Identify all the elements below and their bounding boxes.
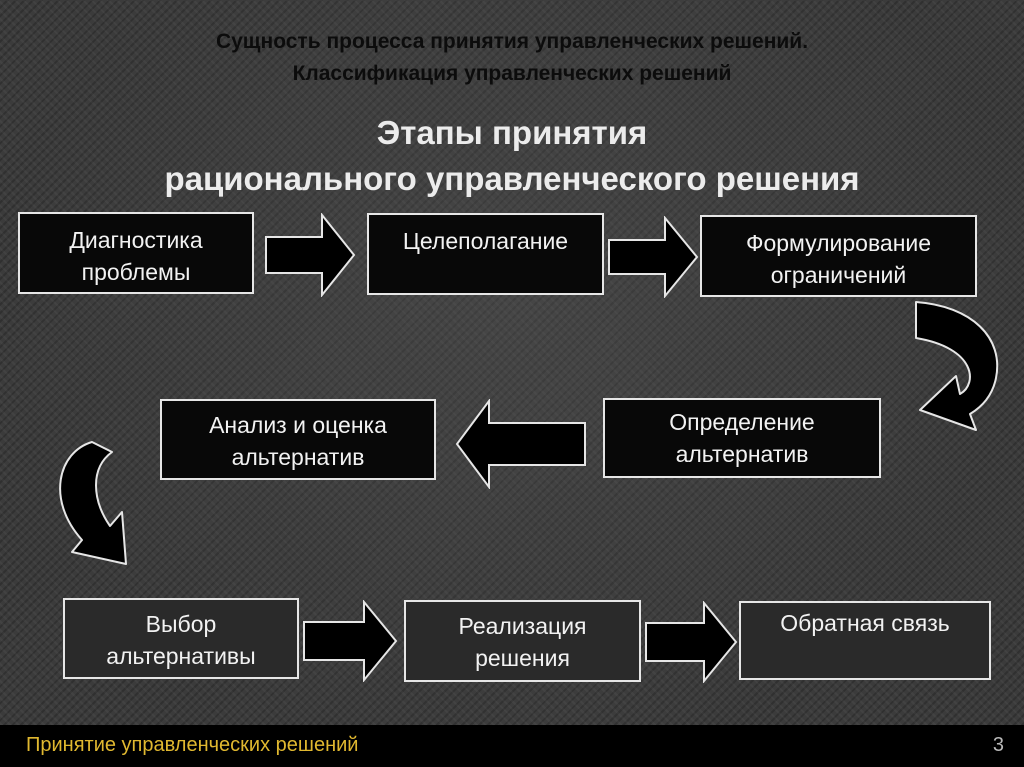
step-goal-setting-box: Целеполагание	[367, 213, 604, 295]
step-define-alternatives-box: Определение альтернатив	[603, 398, 881, 478]
step-label-line: проблемы	[81, 259, 191, 285]
arrow-left-icon	[455, 399, 586, 489]
step-diagnosis-box: Диагностика проблемы	[18, 212, 254, 294]
arrow-right-2-icon	[608, 216, 699, 298]
header-line-1: Сущность процесса принятия управленчески…	[215, 30, 809, 53]
footer-bar: Принятие управленческих решений 3	[0, 725, 1024, 767]
curved-arrow-down-left-icon	[915, 301, 999, 431]
slide-title: Этапы принятия рационального управленчес…	[0, 110, 1024, 202]
step-choice-box: Выбор альтернативы	[63, 598, 299, 679]
step-label-line: Целеполагание	[402, 228, 569, 254]
step-constraints-box: Формулирование ограничений	[700, 215, 977, 297]
step-label-line: Обратная связь	[780, 610, 950, 636]
step-label-line: решения	[475, 645, 570, 671]
step-label-line: ограничений	[770, 262, 907, 288]
slide-header: Сущность процесса принятия управленчески…	[0, 26, 1024, 90]
step-label-line: Диагностика	[69, 227, 203, 253]
step-label-line: Формулирование	[745, 230, 932, 256]
header-line-2: Классификация управленческих решений	[292, 62, 732, 85]
page-number: 3	[992, 734, 1004, 756]
arrow-right-4-icon	[645, 601, 738, 683]
step-label-line: Выбор	[145, 611, 217, 637]
step-label-line: альтернатив	[675, 441, 809, 467]
step-feedback-box: Обратная связь	[739, 601, 991, 680]
step-label-line: Реализация	[458, 613, 587, 639]
footer-title: Принятие управленческих решений	[26, 734, 359, 756]
step-label-line: альтернативы	[106, 643, 256, 669]
step-label-line: Определение	[669, 409, 815, 435]
curved-arrow-down-right-icon	[59, 441, 127, 565]
step-analysis-box: Анализ и оценка альтернатив	[160, 399, 436, 480]
step-implementation-box: Реализация решения	[404, 600, 641, 682]
title-line-1: Этапы принятия	[376, 114, 648, 151]
arrow-right-1-icon	[265, 213, 356, 297]
step-label-line: Анализ и оценка	[209, 412, 387, 438]
arrow-right-3-icon	[303, 600, 398, 682]
step-label-line: альтернатив	[231, 444, 365, 470]
title-line-2: рационального управленческого решения	[164, 160, 860, 197]
